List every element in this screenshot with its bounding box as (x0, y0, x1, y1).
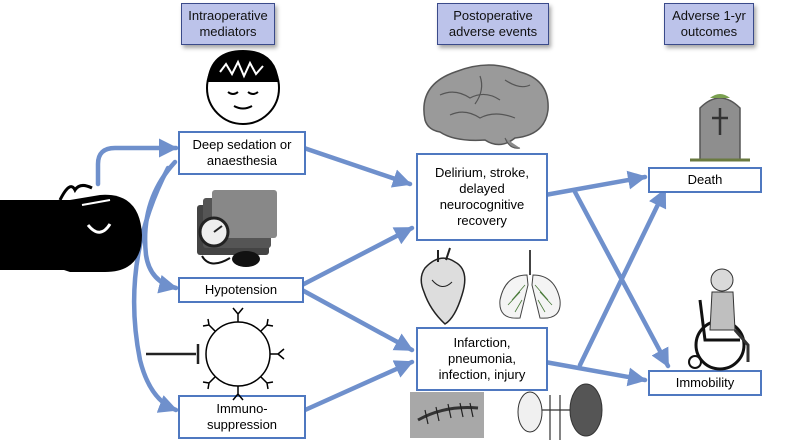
box-deep-sedation: Deep sedation or anaesthesia (178, 131, 306, 175)
header-outcomes: Adverse 1-yr outcomes (664, 3, 754, 45)
arrow-immuno-to-infarction (302, 359, 415, 413)
inhibition-marker (146, 344, 200, 364)
header-postoperative: Postoperative adverse events (437, 3, 549, 45)
arrow-hypotension-to-delirium (299, 225, 415, 288)
arrow-delirium-to-death (542, 170, 648, 198)
arrow-branch-to-immuno (131, 165, 179, 413)
arrow-infarction-to-immobility (542, 359, 648, 387)
box-infarction: Infarction, pneumonia, infection, injury (416, 327, 548, 391)
header-intraoperative: Intraoperative mediators (181, 3, 275, 45)
box-immunosuppression: Immuno- suppression (178, 395, 306, 439)
box-hypotension: Hypotension (178, 277, 304, 303)
box-delirium: Delirium, stroke, delayed neurocognitive… (416, 153, 548, 241)
arrow-hypotension-to-infarction (299, 287, 415, 353)
arrow-sedation-to-delirium (301, 145, 413, 188)
box-immobility: Immobility (648, 370, 762, 396)
arrow-patient-to-sedation (95, 138, 179, 187)
arrow-infarction-to-death (577, 187, 668, 368)
box-death: Death (648, 167, 762, 193)
